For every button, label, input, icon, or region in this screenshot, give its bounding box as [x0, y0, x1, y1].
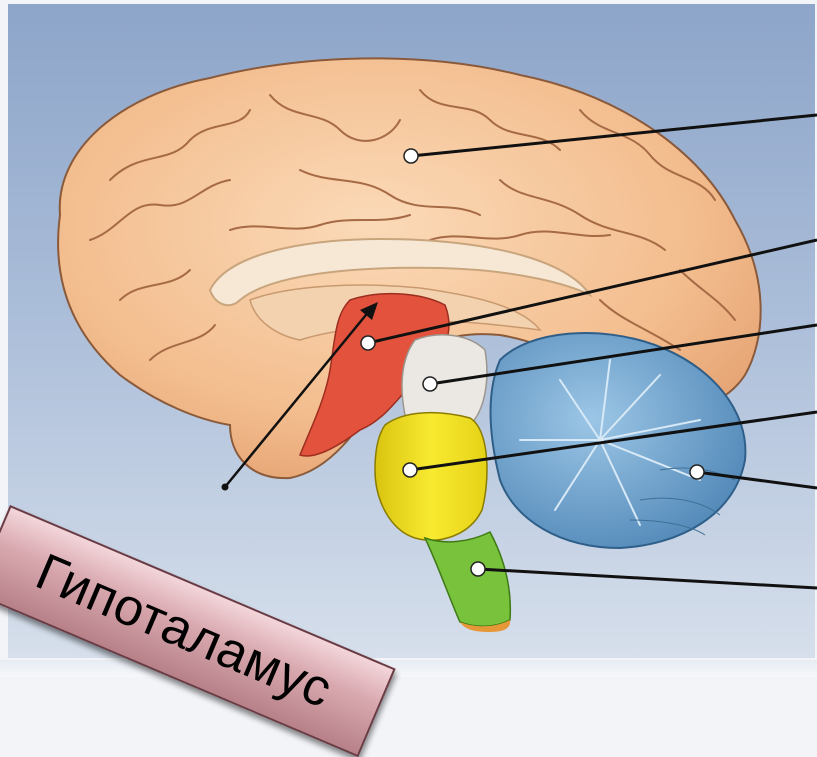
medulla-pointer [478, 569, 817, 588]
cerebellum-marker [690, 465, 704, 479]
diencephalon-marker [361, 336, 375, 350]
medulla-marker [471, 562, 485, 576]
pons [375, 413, 487, 541]
midbrain-marker [423, 377, 437, 391]
pons-marker [403, 463, 417, 477]
medulla-oblongata [425, 532, 510, 626]
cerebrum-marker [404, 149, 418, 163]
